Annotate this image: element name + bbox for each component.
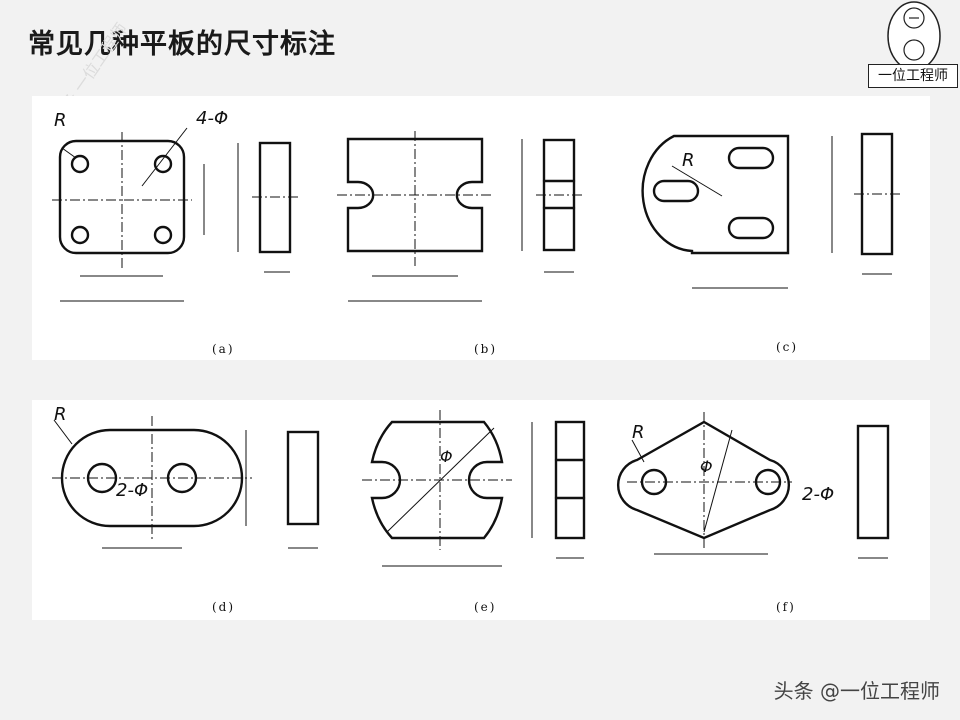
plate-e-side (554, 420, 586, 540)
plate-f-outline (616, 420, 791, 540)
plate-c-slot-3 (727, 216, 775, 240)
top-figure-panel: R 4-Φ R (a) (b) (c) (32, 96, 930, 360)
plate-a-hole-2 (153, 154, 173, 174)
plate-d-holes-note: 2-Φ (116, 480, 148, 501)
top-figures-drawing: R 4-Φ R (52, 108, 900, 302)
figure-label-c: (c) (776, 340, 799, 354)
plate-c-radius-note: R (682, 150, 695, 171)
brand-logo (887, 1, 941, 71)
footer-attribution: 头条 @一位工程师 (773, 679, 940, 703)
bottom-figure-panel: R 2-Φ Φ R Φ 2-Φ (d) (e) (f) (32, 400, 930, 620)
plate-d-side (286, 430, 320, 526)
figure-label-a: (a) (212, 342, 235, 356)
page-title: 常见几种平板的尺寸标注 (28, 29, 336, 60)
plate-c-slot-2 (652, 179, 700, 203)
figure-label-e: (e) (474, 600, 497, 614)
plate-a-hole-1 (70, 154, 90, 174)
logo-caption: 一位工程师 (868, 64, 958, 88)
bottom-figures-drawing: R 2-Φ Φ R Φ 2-Φ (52, 404, 890, 567)
plate-c-outline (641, 134, 790, 255)
plate-a-hole-4 (153, 225, 173, 245)
figure-label-d: (d) (212, 600, 236, 614)
plate-f-side (856, 424, 890, 540)
plate-a-holes-note: 4-Φ (196, 108, 228, 129)
plate-f-radius-note: R (632, 422, 645, 443)
plate-a-radius-note: R (54, 110, 67, 131)
plate-f-holes-note: 2-Φ (802, 484, 834, 505)
plate-a-hole-3 (70, 225, 90, 245)
figure-label-b: (b) (474, 342, 498, 356)
plate-e-outline (370, 420, 504, 540)
plate-c-slot-1 (727, 146, 775, 170)
plate-e-diameter-note: Φ (440, 447, 453, 466)
plate-d-radius-note: R (54, 404, 67, 425)
plate-f-diameter-note: Φ (700, 457, 713, 476)
figure-label-f: (f) (776, 600, 796, 614)
plate-b-outline (346, 137, 484, 253)
